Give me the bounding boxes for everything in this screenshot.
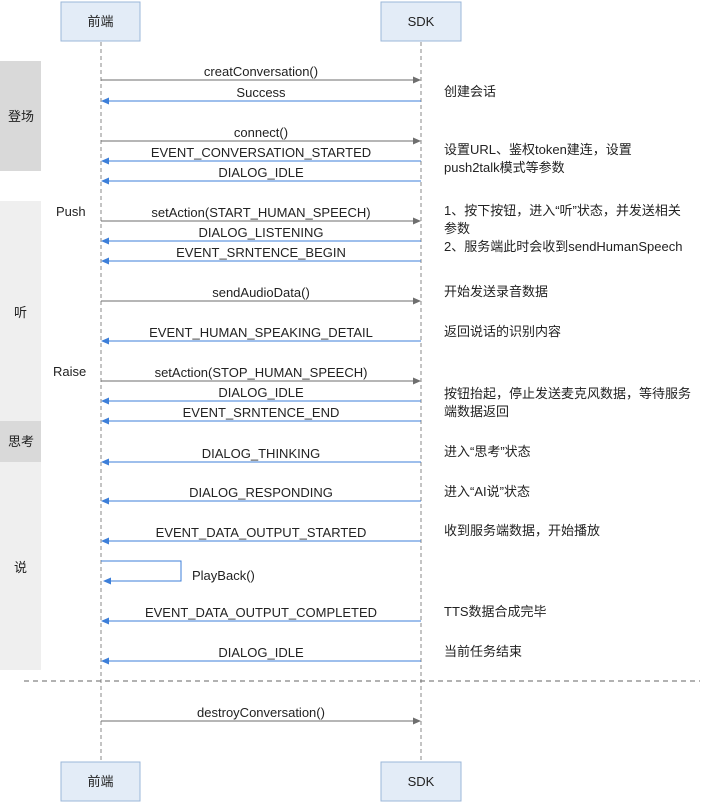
message-label: DIALOG_RESPONDING [189, 485, 333, 500]
note-line: 按钮抬起，停止发送麦克风数据，等待服务 [444, 386, 691, 401]
message-label: setAction(START_HUMAN_SPEECH) [151, 205, 370, 220]
message-label: EVENT_SRNTENCE_END [183, 405, 340, 420]
message-label: EVENT_SRNTENCE_BEGIN [176, 245, 346, 260]
participant-label-sdk: SDK [408, 14, 435, 29]
participant-label-frontend: 前端 [87, 774, 113, 789]
message-label: EVENT_DATA_OUTPUT_STARTED [156, 525, 367, 540]
message: DIALOG_IDLE [101, 645, 421, 665]
participant-label-sdk: SDK [408, 774, 435, 789]
message: EVENT_SRNTENCE_END [101, 405, 421, 425]
phase-label-speak: 说 [14, 560, 27, 575]
self-call-playback: PlayBack() [101, 560, 255, 585]
side-label-push: Push [56, 204, 86, 219]
phase-label-think: 思考 [8, 434, 34, 449]
message-label: DIALOG_IDLE [218, 165, 304, 180]
message: creatConversation() [101, 64, 421, 84]
message-label: destroyConversation() [197, 705, 325, 720]
message: EVENT_DATA_OUTPUT_COMPLETED [101, 605, 421, 625]
note-text: 1、按下按钮，进入“听”状态，并发送相关参数 2、服务端此时会收到sendHuma… [444, 203, 682, 254]
note-text: TTS数据合成完毕 [444, 604, 547, 619]
note-text: 设置URL、鉴权token建连，设置 push2talk模式等参数 [444, 142, 632, 175]
note-text: 按钮抬起，停止发送麦克风数据，等待服务端数据返回 [444, 386, 691, 419]
note-line: 参数 [444, 221, 470, 236]
phase-label-entrance: 登场 [8, 109, 34, 124]
note-line: 2、服务端此时会收到sendHumanSpeech [444, 239, 682, 254]
participant-frontend-top: 前端 [60, 1, 141, 42]
note-text: 进入“思考”状态 [444, 444, 531, 459]
phase-label-listen: 听 [14, 305, 27, 320]
note-line: 端数据返回 [444, 404, 509, 419]
phase-band-entrance [0, 61, 41, 171]
message-label: connect() [234, 125, 288, 140]
message-label: EVENT_HUMAN_SPEAKING_DETAIL [149, 325, 373, 340]
message-label: DIALOG_IDLE [218, 385, 304, 400]
note-text: 进入“AI说”状态 [444, 484, 530, 499]
note-line: push2talk模式等参数 [444, 160, 565, 175]
messages: creatConversation() Success connect() EVENT… [101, 64, 421, 725]
message: EVENT_CONVERSATION_STARTED [101, 145, 421, 165]
message: setAction(START_HUMAN_SPEECH) [101, 205, 421, 225]
self-call-label: PlayBack() [192, 568, 255, 583]
phase-labels: 登场 听 思考 说 [8, 109, 34, 575]
note-text: 创建会话 [444, 84, 496, 99]
message: Success [101, 85, 421, 105]
phase-band-think [0, 421, 41, 462]
note-line: 1、按下按钮，进入“听”状态，并发送相关 [444, 203, 681, 218]
note-line: 开始发送录音数据 [444, 284, 548, 299]
message: DIALOG_LISTENING [101, 225, 421, 245]
self-call-arrow [101, 560, 182, 585]
note-line: 进入“AI说”状态 [444, 484, 530, 499]
participant-sdk-bottom: SDK [380, 761, 462, 802]
note-line: 当前任务结束 [444, 644, 522, 659]
message: EVENT_SRNTENCE_BEGIN [101, 245, 421, 265]
message-label: sendAudioData() [212, 285, 310, 300]
note-line: 设置URL、鉴权token建连，设置 [444, 142, 632, 157]
note-line: TTS数据合成完毕 [444, 604, 547, 619]
note-text: 返回说话的识别内容 [444, 324, 561, 339]
note-line: 收到服务端数据，开始播放 [444, 523, 600, 538]
message: DIALOG_THINKING [101, 446, 421, 466]
message-label: DIALOG_LISTENING [199, 225, 324, 240]
side-label-raise: Raise [53, 364, 86, 379]
participant-frontend-bottom: 前端 [60, 761, 141, 802]
message-label: Success [236, 85, 286, 100]
message-label: DIALOG_THINKING [202, 446, 320, 461]
message-label: EVENT_CONVERSATION_STARTED [151, 145, 371, 160]
message: sendAudioData() [101, 285, 421, 305]
message: setAction(STOP_HUMAN_SPEECH) [101, 365, 421, 385]
note-line: 返回说话的识别内容 [444, 324, 561, 339]
note-line: 创建会话 [444, 84, 496, 99]
phase-bands [0, 61, 41, 670]
message-label: creatConversation() [204, 64, 318, 79]
note-line: 进入“思考”状态 [444, 444, 531, 459]
message: EVENT_DATA_OUTPUT_STARTED [101, 525, 421, 545]
note-text: 当前任务结束 [444, 644, 522, 659]
note-text: 开始发送录音数据 [444, 284, 548, 299]
participant-sdk-top: SDK [380, 1, 462, 42]
phase-band-speak [0, 462, 41, 670]
message: DIALOG_IDLE [101, 165, 421, 185]
message: DIALOG_RESPONDING [101, 485, 421, 505]
note-text: 收到服务端数据，开始播放 [444, 523, 600, 538]
message: EVENT_HUMAN_SPEAKING_DETAIL [101, 325, 421, 345]
participant-label-frontend: 前端 [87, 14, 113, 29]
message-label: DIALOG_IDLE [218, 645, 304, 660]
message-label: EVENT_DATA_OUTPUT_COMPLETED [145, 605, 377, 620]
message: DIALOG_IDLE [101, 385, 421, 405]
phase-band-listen [0, 201, 41, 421]
message: destroyConversation() [101, 705, 421, 725]
message: connect() [101, 125, 421, 145]
message-label: setAction(STOP_HUMAN_SPEECH) [155, 365, 368, 380]
